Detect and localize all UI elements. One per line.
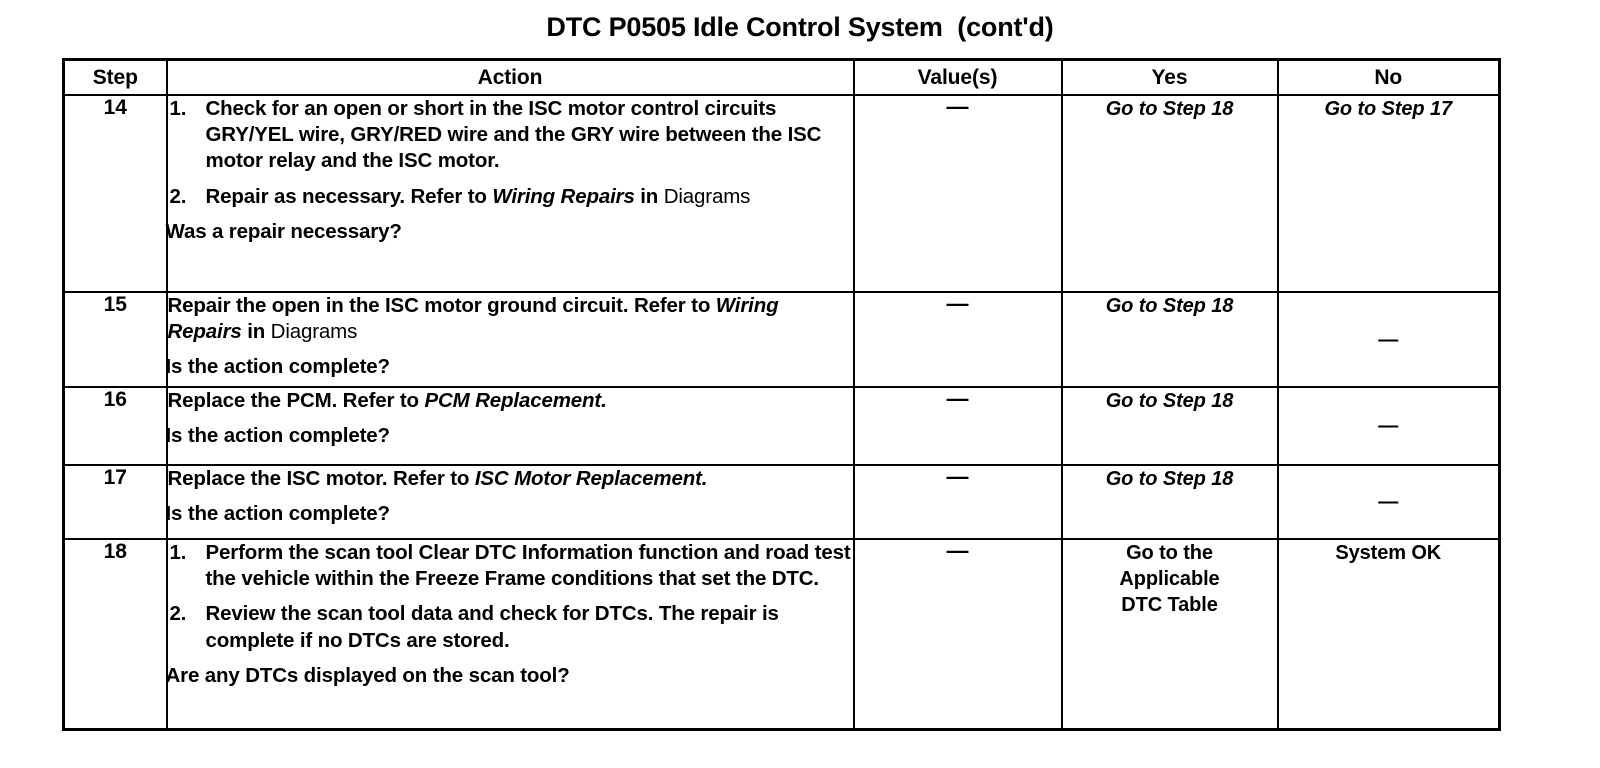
action-text-segment: Diagrams (663, 184, 751, 208)
action-cell: Replace the PCM. Refer to PCM Replacemen… (165, 386, 855, 466)
action-text-segment: Replace the PCM. Refer to (167, 389, 425, 412)
column-header-action: Action (165, 58, 855, 96)
value-dash: — (946, 291, 969, 316)
action-step-item: 2. Review the scan tool data and check fo… (168, 601, 853, 653)
action-text-segment: Diagrams (270, 320, 358, 344)
action-text-segment: Perform the scan tool Clear DTC Informat… (205, 541, 851, 591)
action-text-segment: Check for an open or short in the ISC mo… (205, 97, 822, 173)
no-branch-cell: — (1276, 386, 1501, 466)
value-cell: — (852, 538, 1063, 730)
no-branch-cell: — (1276, 291, 1501, 388)
branch-label: — (1378, 328, 1399, 351)
branch-label: — (1378, 415, 1399, 437)
no-branch-cell: — (1276, 464, 1501, 540)
action-text-segment: Replace the ISC motor. Refer to (167, 467, 475, 490)
action-cell: Repair the open in the ISC motor ground … (165, 291, 855, 388)
action-statement: Replace the ISC motor. Refer to ISC Moto… (168, 466, 853, 492)
no-branch-cell: System OK (1276, 538, 1501, 730)
branch-label: Go to Step 18 (1105, 98, 1234, 120)
yes-branch-cell: Go to Step 18 (1060, 464, 1279, 540)
action-text-segment: Wiring Repairs (492, 184, 635, 208)
action-step-number: 2. (169, 184, 187, 208)
column-header-value: Value(s) (852, 58, 1063, 96)
column-header-step: Step (62, 58, 168, 96)
action-question: Was a repair necessary? (165, 219, 402, 243)
action-question: Is the action complete? (165, 424, 391, 448)
action-text-segment: in (634, 184, 664, 208)
action-question: Is the action complete? (165, 502, 391, 526)
action-cell: Replace the ISC motor. Refer to ISC Moto… (165, 464, 855, 540)
no-branch-cell: Go to Step 17 (1276, 94, 1501, 293)
value-dash: — (946, 94, 969, 119)
branch-label: Go to Step 18 (1105, 390, 1234, 412)
step-number-cell: 16 (62, 386, 168, 466)
column-header-yes: Yes (1060, 58, 1279, 96)
step-number-cell: 17 (62, 464, 168, 540)
action-step-item: 1. Perform the scan tool Clear DTC Inform… (168, 540, 853, 592)
action-text-segment: in (241, 320, 271, 344)
value-cell: — (852, 386, 1063, 466)
action-cell: 1. Check for an open or short in the ISC … (165, 94, 855, 293)
branch-label: Go to Step 17 (1324, 98, 1453, 120)
page-title: DTC P0505 Idle Control System (cont'd) (546, 12, 1054, 42)
branch-label: System OK (1335, 542, 1442, 564)
action-statement: Replace the PCM. Refer to PCM Replacemen… (168, 388, 853, 414)
action-step-item: 1. Check for an open or short in the ISC … (168, 96, 853, 175)
action-step-number: 2. (169, 602, 187, 626)
value-dash: — (946, 386, 969, 411)
value-cell: — (852, 94, 1063, 293)
action-step-number: 1. (169, 97, 187, 120)
action-cell: 1. Perform the scan tool Clear DTC Inform… (165, 538, 855, 730)
branch-label: — (1378, 491, 1399, 513)
table-header-row: Step Action Value(s) Yes No (62, 58, 1501, 96)
action-step-item: 2. Repair as necessary. Refer to Wiring R… (168, 184, 853, 210)
action-text-segment: Repair as necessary. Refer to (205, 184, 493, 208)
action-text-segment: Wiring Repairs (167, 294, 779, 344)
action-step-number: 1. (169, 541, 187, 564)
step-number-cell: 14 (62, 94, 168, 293)
value-dash: — (946, 464, 969, 489)
yes-branch-cell: Go to Step 18 (1060, 386, 1279, 466)
column-header-no: No (1276, 58, 1501, 96)
value-cell: — (852, 464, 1063, 540)
action-text-segment: Repair the open in the ISC motor ground … (167, 294, 716, 317)
action-question: Are any DTCs displayed on the scan tool? (165, 663, 570, 687)
action-text-segment: Review the scan tool data and check for … (205, 602, 779, 652)
action-statement: Repair the open in the ISC motor ground … (168, 293, 853, 345)
yes-branch-cell: Go to Step 18 (1060, 291, 1279, 388)
branch-label: Go to Step 18 (1105, 468, 1234, 490)
step-number-cell: 15 (62, 291, 168, 388)
yes-branch-cell: Go to Step 18 (1060, 94, 1279, 293)
value-dash: — (946, 538, 969, 563)
branch-label: Go to Step 18 (1105, 295, 1234, 317)
action-text-segment: PCM Replacement. (424, 389, 607, 412)
action-text-segment: ISC Motor Replacement. (474, 467, 708, 490)
action-step-list: 1. Perform the scan tool Clear DTC Inform… (168, 540, 853, 654)
step-number-cell: 18 (62, 538, 168, 730)
value-cell: — (852, 291, 1063, 388)
action-question: Is the action complete? (165, 355, 391, 379)
action-step-list: 1. Check for an open or short in the ISC … (168, 96, 853, 210)
